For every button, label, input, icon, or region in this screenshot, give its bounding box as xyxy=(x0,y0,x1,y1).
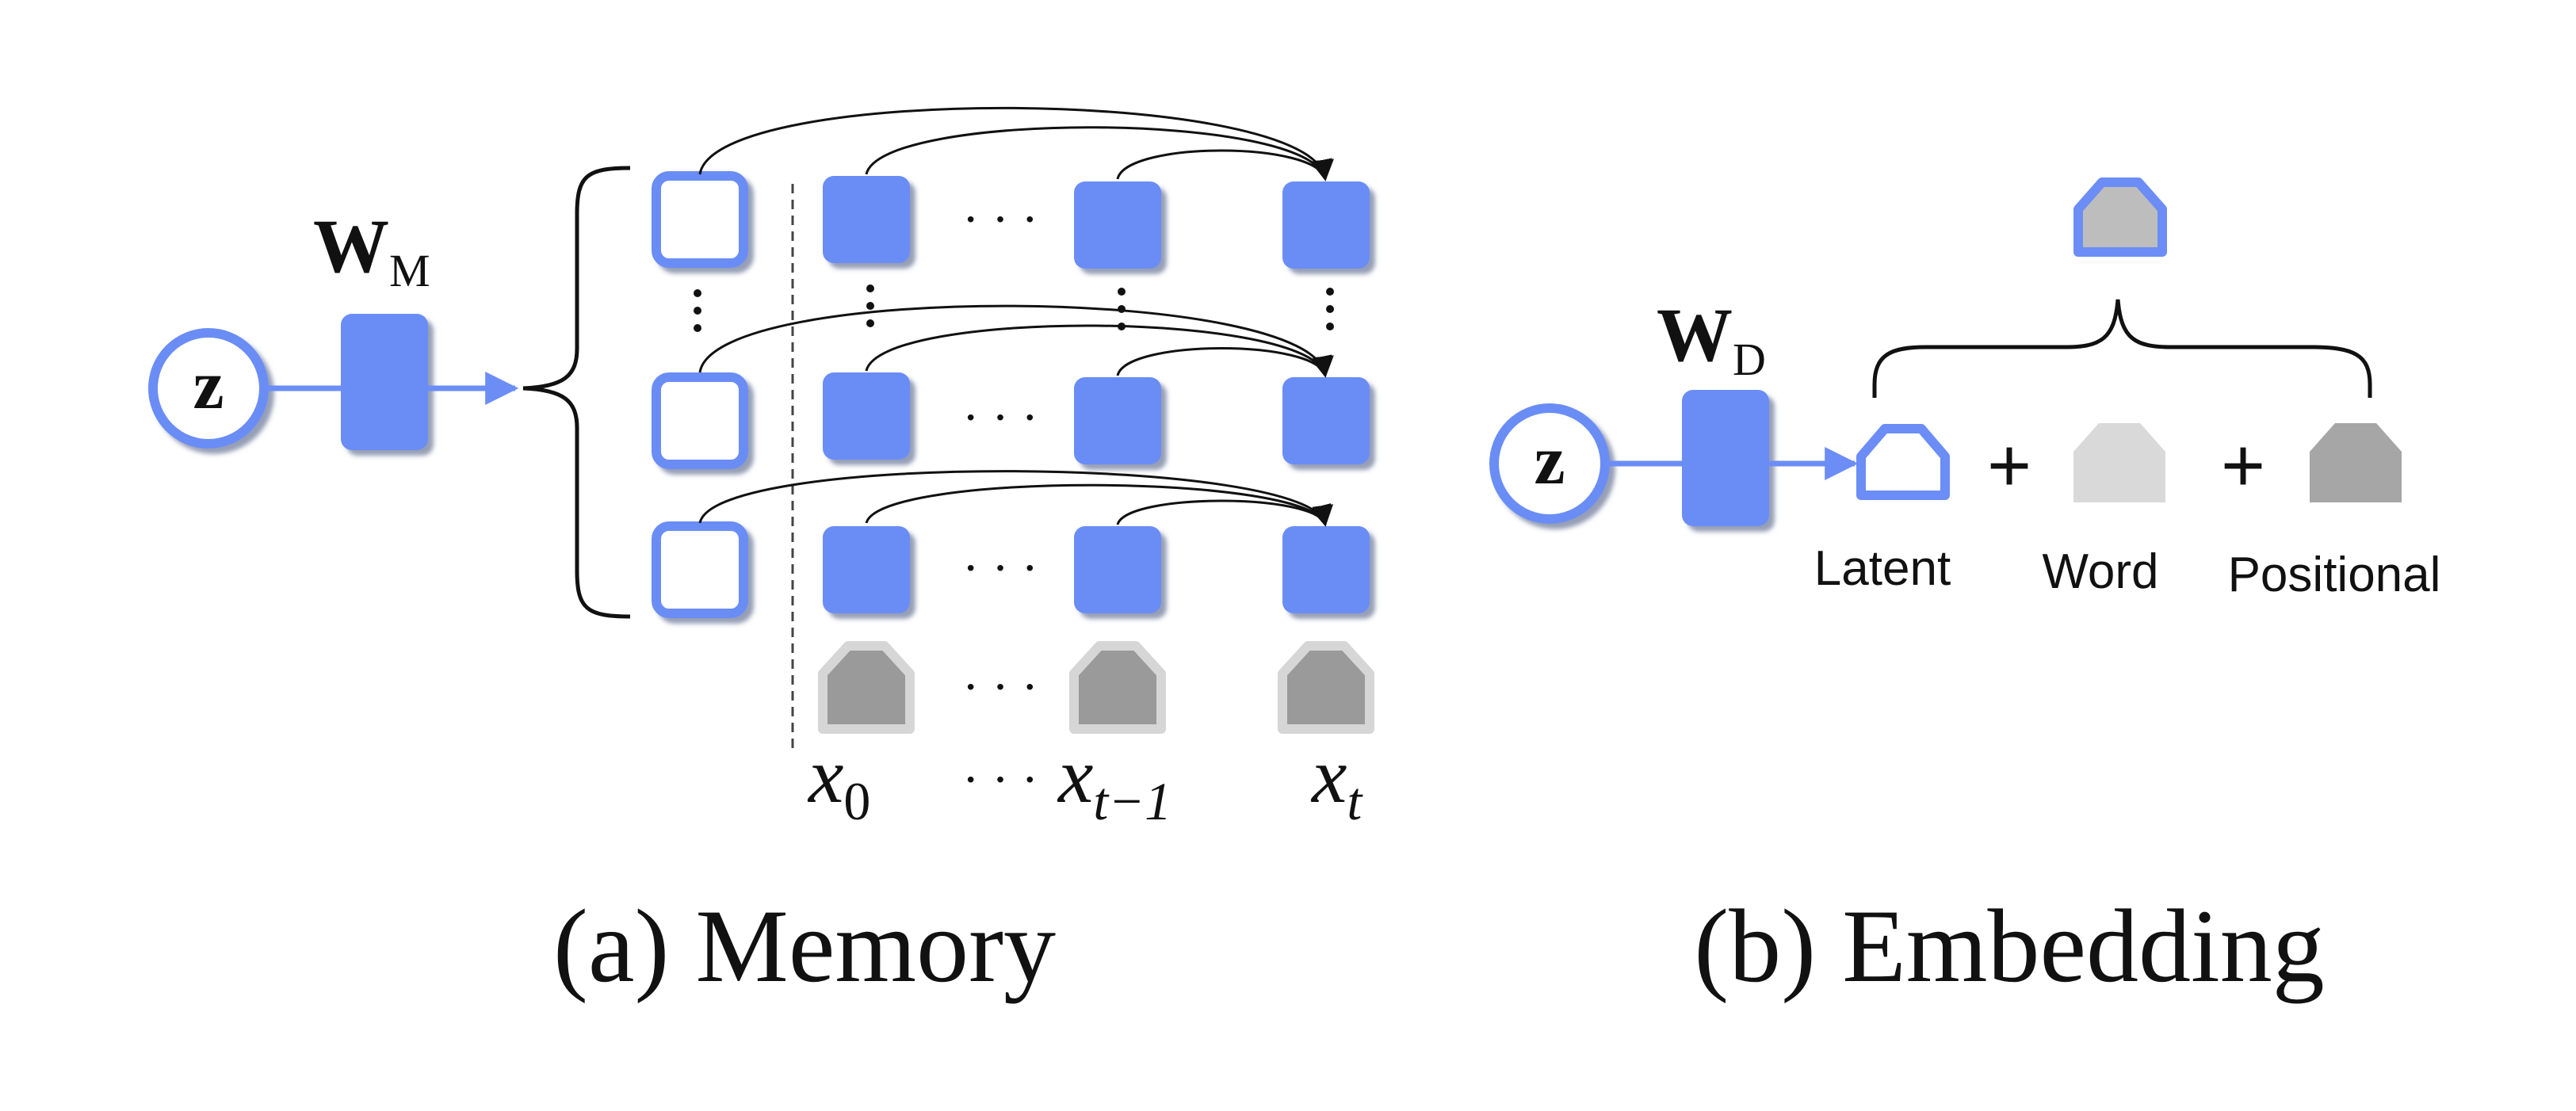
attention-arc-r3-memory xyxy=(698,470,1333,527)
vertical-dots xyxy=(694,284,1334,332)
latent-embedding xyxy=(1856,424,1950,500)
token-label-xt1: xt−1 xyxy=(1057,731,1171,831)
wd-label: WD xyxy=(1657,292,1766,385)
memory-slot-2 xyxy=(652,372,748,469)
token-ellipsis: · · · xyxy=(962,751,1038,807)
token-embedding-xt1 xyxy=(1069,641,1166,734)
attention-arc-r2-xt1 xyxy=(1116,347,1332,378)
hidden-state-r2-xt1 xyxy=(1074,377,1161,464)
attention-arc-r2-x0 xyxy=(865,324,1332,378)
wd-projection-block xyxy=(1682,390,1769,526)
panel-memory: z WM · · · · · · · · · · · · xyxy=(148,106,1374,1004)
label-word: Word xyxy=(2042,544,2158,599)
ellipsis-r4: · · · xyxy=(962,659,1038,715)
attention-arc-r3-xt1 xyxy=(1116,499,1332,527)
plus-sign-1: + xyxy=(1987,423,2031,508)
hidden-state-r2-xt xyxy=(1282,377,1370,464)
hidden-state-r2-x0 xyxy=(823,372,910,460)
embedding-sum-brace xyxy=(1872,299,2372,398)
attention-arc-r1-x0 xyxy=(865,126,1332,181)
attention-arc-r3-x0 xyxy=(865,483,1331,527)
positional-embedding xyxy=(2310,423,2402,502)
wm-label: WM xyxy=(313,204,430,296)
token-label-xt: xt xyxy=(1310,731,1363,831)
memory-slot-1 xyxy=(652,171,748,268)
hidden-state-r1-xt1 xyxy=(1074,181,1161,269)
attention-arc-r1-xt1 xyxy=(1116,149,1332,181)
label-latent: Latent xyxy=(1814,541,1951,596)
combined-embedding xyxy=(2073,178,2167,257)
latent-z-node-b xyxy=(1489,403,1610,524)
ellipsis-r2: · · · xyxy=(962,389,1038,445)
panel-embedding: z WD + + Latent Word Positional (b) Embe… xyxy=(1489,178,2441,1004)
ellipsis-r1: · · · xyxy=(962,191,1038,247)
wm-projection-block xyxy=(341,314,428,450)
attention-arc-r2-memory xyxy=(698,304,1334,378)
token-embedding-xt xyxy=(1278,641,1374,734)
hidden-state-r3-xt xyxy=(1282,526,1370,613)
token-embedding-x0 xyxy=(818,641,915,734)
caption-memory: (a) Memory xyxy=(553,888,1056,1004)
token-label-x0: x0 xyxy=(807,731,870,831)
hidden-state-r1-xt xyxy=(1282,181,1370,269)
hidden-state-r3-xt1 xyxy=(1074,526,1161,613)
caption-embedding: (b) Embedding xyxy=(1694,888,2324,1004)
memory-brace xyxy=(522,166,631,619)
latent-z-node xyxy=(148,328,269,449)
latent-z-label: z xyxy=(193,347,224,424)
plus-sign-2: + xyxy=(2221,423,2265,508)
latent-z-label-b: z xyxy=(1534,422,1565,499)
hidden-state-r1-x0 xyxy=(823,176,910,263)
label-positional: Positional xyxy=(2228,548,2441,602)
attention-arc-r1-memory xyxy=(698,106,1334,181)
word-embedding xyxy=(2073,423,2165,502)
hidden-state-r3-x0 xyxy=(823,526,910,613)
ellipsis-r3: · · · xyxy=(962,540,1038,596)
memory-slot-3 xyxy=(652,521,748,618)
